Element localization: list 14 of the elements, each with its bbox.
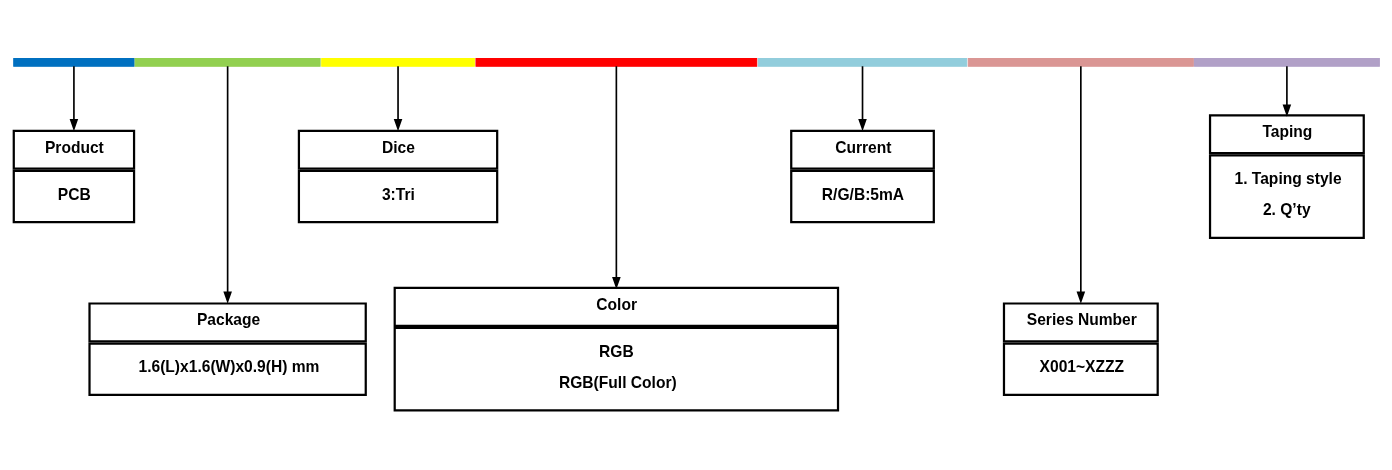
arrow bbox=[1076, 65, 1086, 304]
node-bar bbox=[134, 57, 321, 67]
node-bar bbox=[1193, 57, 1380, 67]
arrow bbox=[1282, 65, 1292, 117]
node-bar bbox=[967, 57, 1194, 67]
node-bar bbox=[321, 57, 475, 67]
node-bar bbox=[757, 57, 968, 67]
node-bar bbox=[13, 57, 135, 67]
arrow bbox=[858, 65, 867, 132]
arrow bbox=[223, 65, 232, 304]
node-bar bbox=[475, 57, 758, 67]
arrow bbox=[393, 65, 403, 132]
arrow bbox=[69, 65, 79, 132]
arrow bbox=[612, 65, 621, 290]
